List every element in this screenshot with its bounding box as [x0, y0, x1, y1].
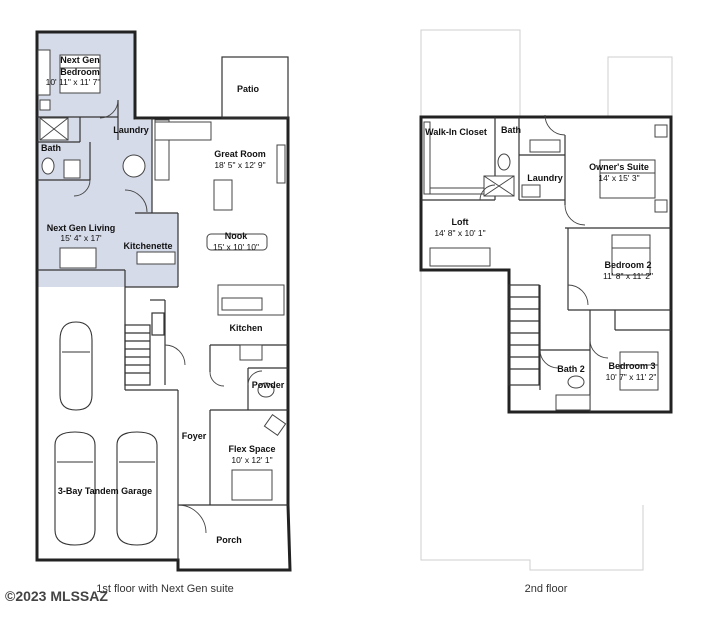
- room-label-flex-space: Flex Space: [228, 444, 275, 454]
- room-label-bath-2: Bath 2: [557, 364, 585, 374]
- room-label-powder: Powder: [252, 380, 285, 390]
- second-floor-doors: [479, 114, 609, 369]
- room-dims-flex-space: 10' x 12' 1": [231, 455, 272, 465]
- room-label-nook: Nook: [225, 231, 248, 241]
- room-label-next-gen-bedroom: Next Gen: [60, 55, 100, 65]
- patio-outline: [221, 56, 289, 119]
- first-floor-plan: Next Gen Bedroom 10' 11" x 11' 7" Laundr…: [35, 30, 292, 572]
- room-dims-bedroom-3: 10' 7" x 11' 2": [606, 372, 657, 382]
- room-label-laundry-2f: Laundry: [527, 173, 563, 183]
- room-label-great-room: Great Room: [214, 149, 266, 159]
- mls-watermark: ©2023 MLSSAZ: [5, 588, 108, 604]
- second-floor-stairs: [508, 284, 540, 386]
- room-label-porch: Porch: [216, 535, 242, 545]
- room-label-garage: 3-Bay Tandem Garage: [58, 486, 152, 496]
- room-label-loft: Loft: [452, 217, 469, 227]
- room-label-laundry-1f: Laundry: [113, 125, 149, 135]
- room-label-owners-suite: Owner's Suite: [589, 162, 649, 172]
- first-floor-doors: [73, 99, 263, 534]
- garage-cars: [54, 321, 158, 546]
- room-dims-next-gen-living: 15' 4" x 17': [60, 233, 102, 243]
- second-floor-caption: 2nd floor: [525, 583, 568, 595]
- room-dims-next-gen-bedroom: 10' 11" x 11' 7": [46, 77, 101, 87]
- room-dims-great-room: 18' 5" x 12' 9": [214, 160, 265, 170]
- second-floor-ghost-outline: [420, 29, 673, 571]
- second-floor-outer-wall: [419, 115, 673, 414]
- room-label-kitchen: Kitchen: [229, 323, 262, 333]
- second-floor-fixtures: [423, 121, 668, 411]
- room-dims-nook: 15' x 10' 10": [213, 242, 259, 252]
- room-label-kitchenette: Kitchenette: [123, 241, 172, 251]
- first-floor-fixtures: [37, 49, 287, 501]
- room-label-bedroom-2: Bedroom 2: [604, 260, 651, 270]
- first-floor-outer-wall: [35, 30, 292, 572]
- first-floor-caption: 1st floor with Next Gen suite: [96, 583, 234, 595]
- room-label-bath-2f: Bath: [501, 125, 521, 135]
- room-label-patio: Patio: [237, 84, 260, 94]
- room-label-next-gen-bedroom-line2: Bedroom: [60, 67, 100, 77]
- room-label-foyer: Foyer: [182, 431, 207, 441]
- room-label-bath-1f: Bath: [41, 143, 61, 153]
- first-floor-interior-walls: [37, 100, 288, 560]
- room-dims-owners-suite: 14' x 15' 3": [598, 173, 639, 183]
- room-label-bedroom-3: Bedroom 3: [608, 361, 655, 371]
- first-floor-stairs: [124, 312, 165, 386]
- room-label-next-gen-living: Next Gen Living: [47, 223, 116, 233]
- room-label-walk-in-closet: Walk-In Closet: [425, 127, 487, 137]
- room-dims-bedroom-2: 11' 8" x 11' 2": [603, 271, 653, 281]
- second-floor-plan: Walk-In Closet Bath Owner's Suite 14' x …: [419, 29, 673, 571]
- room-dims-loft: 14' 8" x 10' 1": [434, 228, 485, 238]
